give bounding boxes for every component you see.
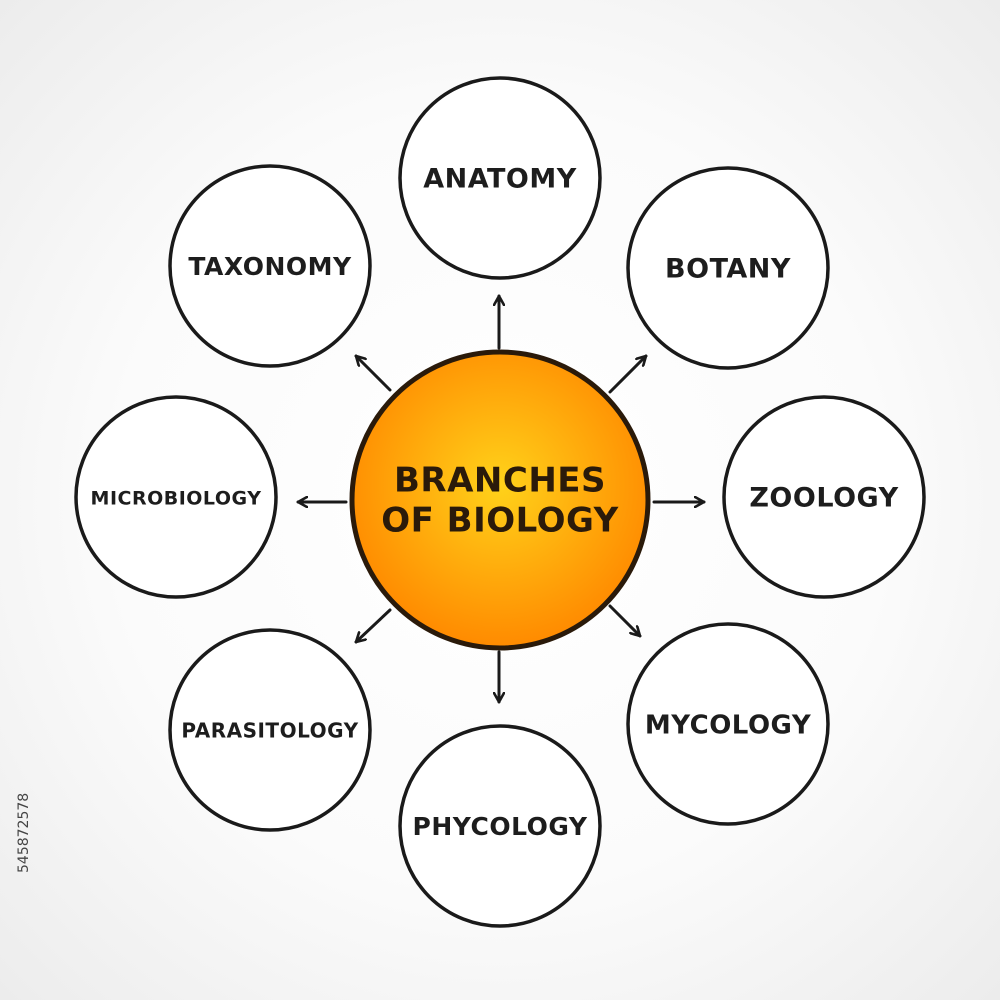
center-node: BRANCHES OF BIOLOGY [349, 349, 651, 651]
node-phycology: PHYCOLOGY [398, 724, 602, 928]
arrow-to-mycology [608, 604, 642, 638]
arrow-to-botany [608, 354, 648, 394]
stock-watermark-id: 545872578 [14, 765, 36, 875]
node-mycology-label: MYCOLOGY [645, 711, 812, 741]
node-microbiology: MICROBIOLOGY [74, 395, 278, 599]
connector-arrows [296, 294, 706, 704]
node-mycology: MYCOLOGY [626, 622, 830, 826]
node-phycology-label: PHYCOLOGY [413, 812, 588, 841]
arrow-to-taxonomy [354, 354, 392, 392]
node-anatomy: ANATOMY [398, 76, 602, 280]
node-taxonomy: TAXONOMY [168, 164, 372, 368]
node-parasitology-label: PARASITOLOGY [181, 719, 358, 743]
node-zoology: ZOOLOGY [722, 395, 926, 599]
watermark-id-text: 545872578 [16, 792, 32, 873]
node-botany-label: BOTANY [665, 254, 791, 285]
center-title-line-1: BRANCHES [394, 461, 606, 501]
arrow-to-parasitology [354, 608, 392, 644]
node-anatomy-label: ANATOMY [423, 164, 577, 195]
node-zoology-label: ZOOLOGY [749, 483, 898, 514]
node-parasitology: PARASITOLOGY [168, 628, 372, 832]
node-botany: BOTANY [626, 166, 830, 370]
node-microbiology-label: MICROBIOLOGY [91, 488, 262, 510]
node-taxonomy-label: TAXONOMY [188, 252, 352, 281]
center-title-line-2: OF BIOLOGY [381, 501, 619, 541]
